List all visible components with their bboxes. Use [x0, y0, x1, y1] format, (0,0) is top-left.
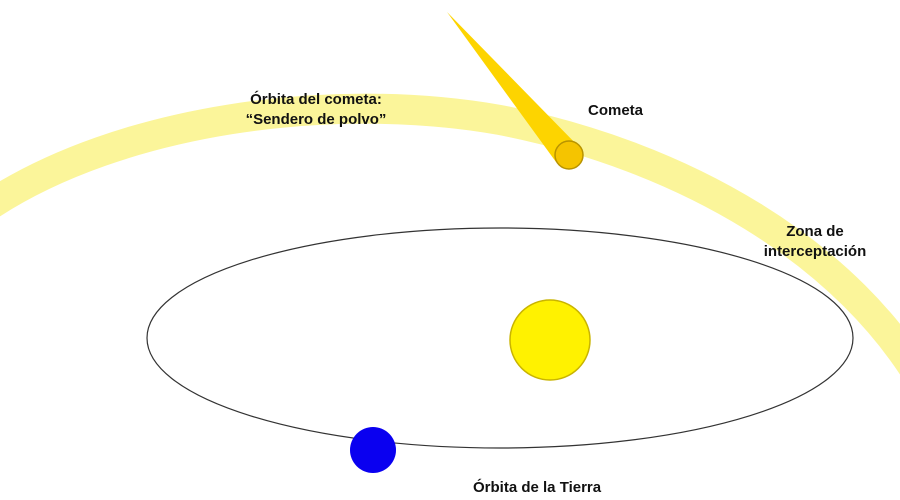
- comet-icon: [554, 140, 584, 170]
- comet-orbit-label-line2: “Sendero de polvo”: [245, 111, 387, 128]
- interception-zone-label-line1: Zona de: [786, 223, 844, 240]
- interception-zone-label: Zona de interceptación: [740, 222, 890, 262]
- comet-dust-trail: [0, 93, 900, 375]
- sun-icon: [509, 299, 591, 381]
- earth-icon: [350, 427, 396, 473]
- comet-tail: [447, 12, 580, 162]
- comet-orbit-label: Órbita del cometa: “Sendero de polvo”: [196, 90, 436, 130]
- earth-orbit-line: [146, 227, 854, 449]
- earth-orbit-label: Órbita de la Tierra: [473, 479, 602, 496]
- comet-orbit-label-line1: Órbita del cometa:: [250, 91, 382, 108]
- interception-zone-label-line2: interceptación: [763, 243, 867, 260]
- comet-label: Cometa: [588, 102, 644, 119]
